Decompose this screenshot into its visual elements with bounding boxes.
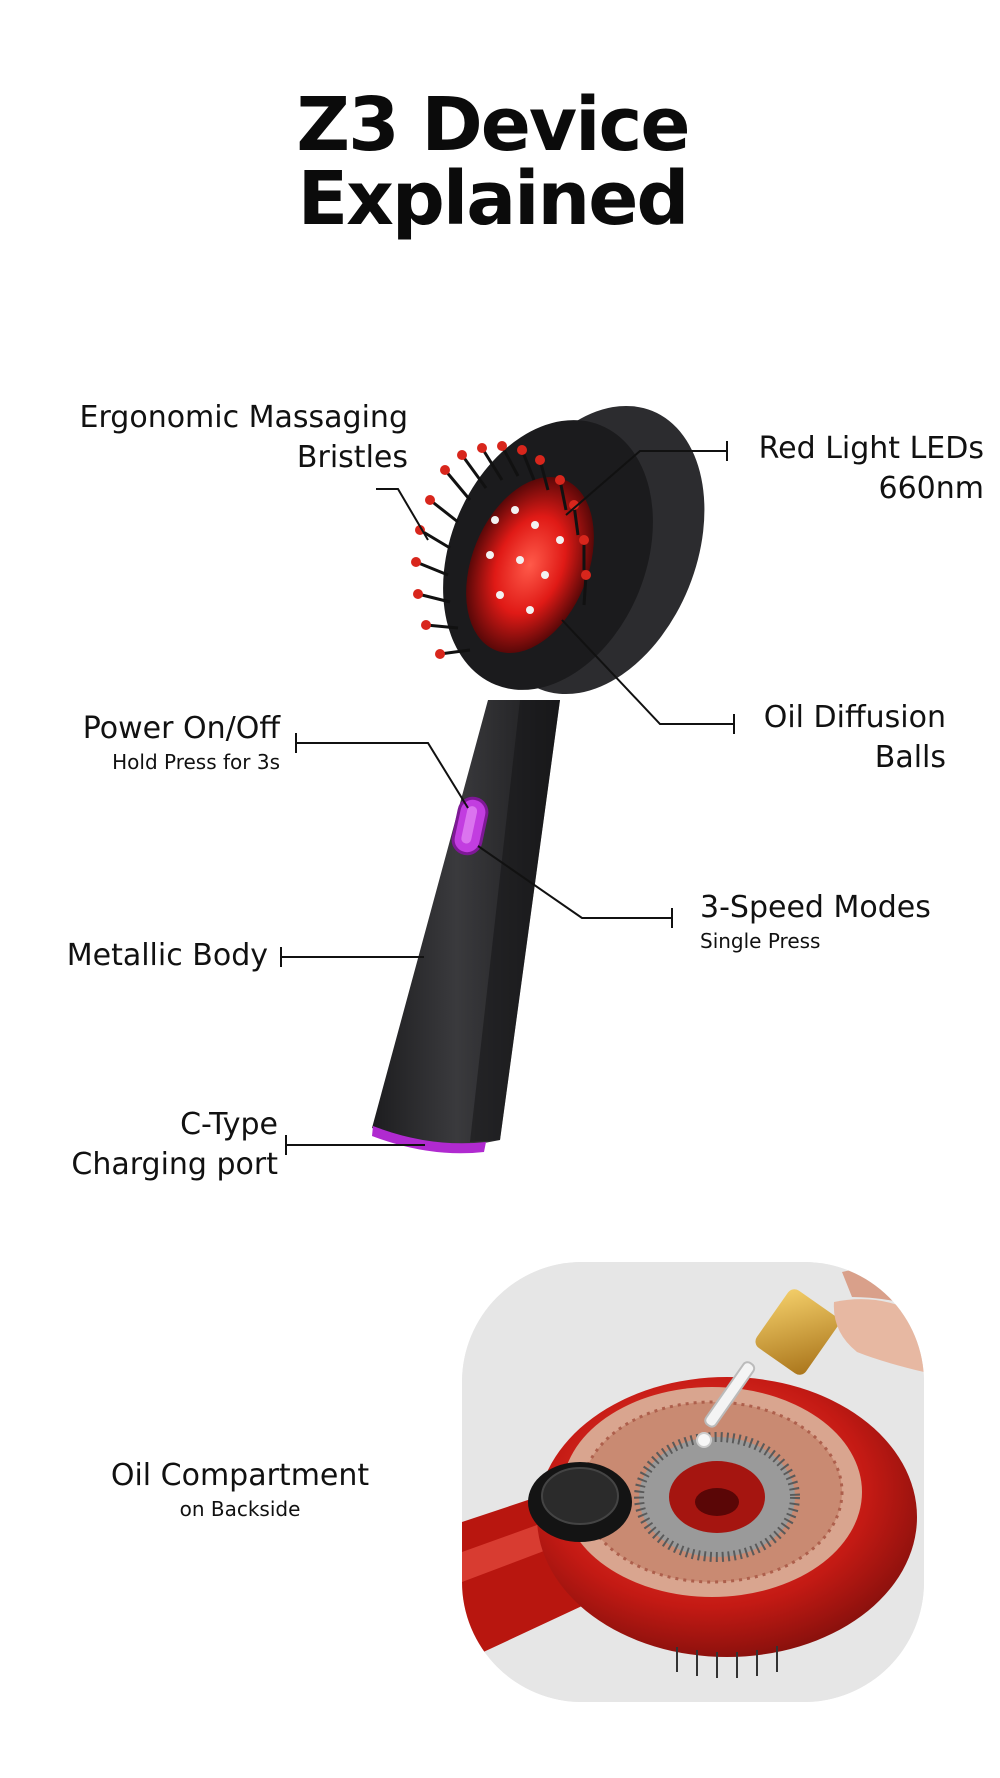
callout-speed-sub: Single Press <box>700 929 821 953</box>
callout-oil-balls-line-2: Balls <box>874 740 946 775</box>
callout-speed: 3-Speed Modes Single Press <box>700 888 990 954</box>
callout-charging-line-2: Charging port <box>71 1147 278 1182</box>
power-button-highlight <box>461 806 478 844</box>
bristles <box>415 445 588 656</box>
callout-power-title: Power On/Off <box>82 711 280 746</box>
oil-compartment-illustration <box>462 1262 924 1702</box>
photo-dropper-glass <box>704 1361 756 1428</box>
callout-oil-balls-line-1: Oil Diffusion <box>763 700 946 735</box>
leader-lines <box>280 441 735 1155</box>
callout-oil-balls: Oil Diffusion Balls <box>740 698 946 778</box>
callout-charging: C-Type Charging port <box>30 1105 278 1185</box>
device-handle-shade <box>470 700 560 1142</box>
page-title-line-2: Explained <box>297 156 690 242</box>
callout-body: Metallic Body <box>30 936 268 976</box>
callout-power: Power On/Off Hold Press for 3s <box>30 709 280 775</box>
callout-red-light-line-2: 660nm <box>878 471 985 506</box>
callout-bristles-line-2: Bristles <box>296 440 408 475</box>
photo-dropper-cap <box>755 1289 839 1375</box>
charging-port-ring <box>372 1126 486 1154</box>
callout-red-light: Red Light LEDs 660nm <box>700 429 984 509</box>
callout-body-title: Metallic Body <box>66 938 268 973</box>
callout-speed-title: 3-Speed Modes <box>700 890 931 925</box>
page-title-line-1: Z3 Device <box>296 82 690 168</box>
callout-bristles-line-1: Ergonomic Massaging <box>79 400 408 435</box>
callout-red-light-line-1: Red Light LEDs <box>758 431 984 466</box>
oil-diffusion-balls <box>486 506 564 614</box>
oil-compartment-photo <box>462 1262 924 1702</box>
page-title: Z3 Device Explained <box>0 88 985 236</box>
callout-bristles: Ergonomic Massaging Bristles <box>30 398 408 478</box>
callout-oil-compartment-sub: on Backside <box>179 1497 301 1521</box>
device-illustration <box>280 405 735 1155</box>
callout-oil-compartment-title: Oil Compartment <box>110 1458 370 1493</box>
callout-oil-compartment: Oil Compartment on Backside <box>90 1456 390 1522</box>
callout-charging-line-1: C-Type <box>180 1107 278 1142</box>
photo-fingers <box>833 1299 924 1372</box>
callout-power-sub: Hold Press for 3s <box>112 750 280 774</box>
